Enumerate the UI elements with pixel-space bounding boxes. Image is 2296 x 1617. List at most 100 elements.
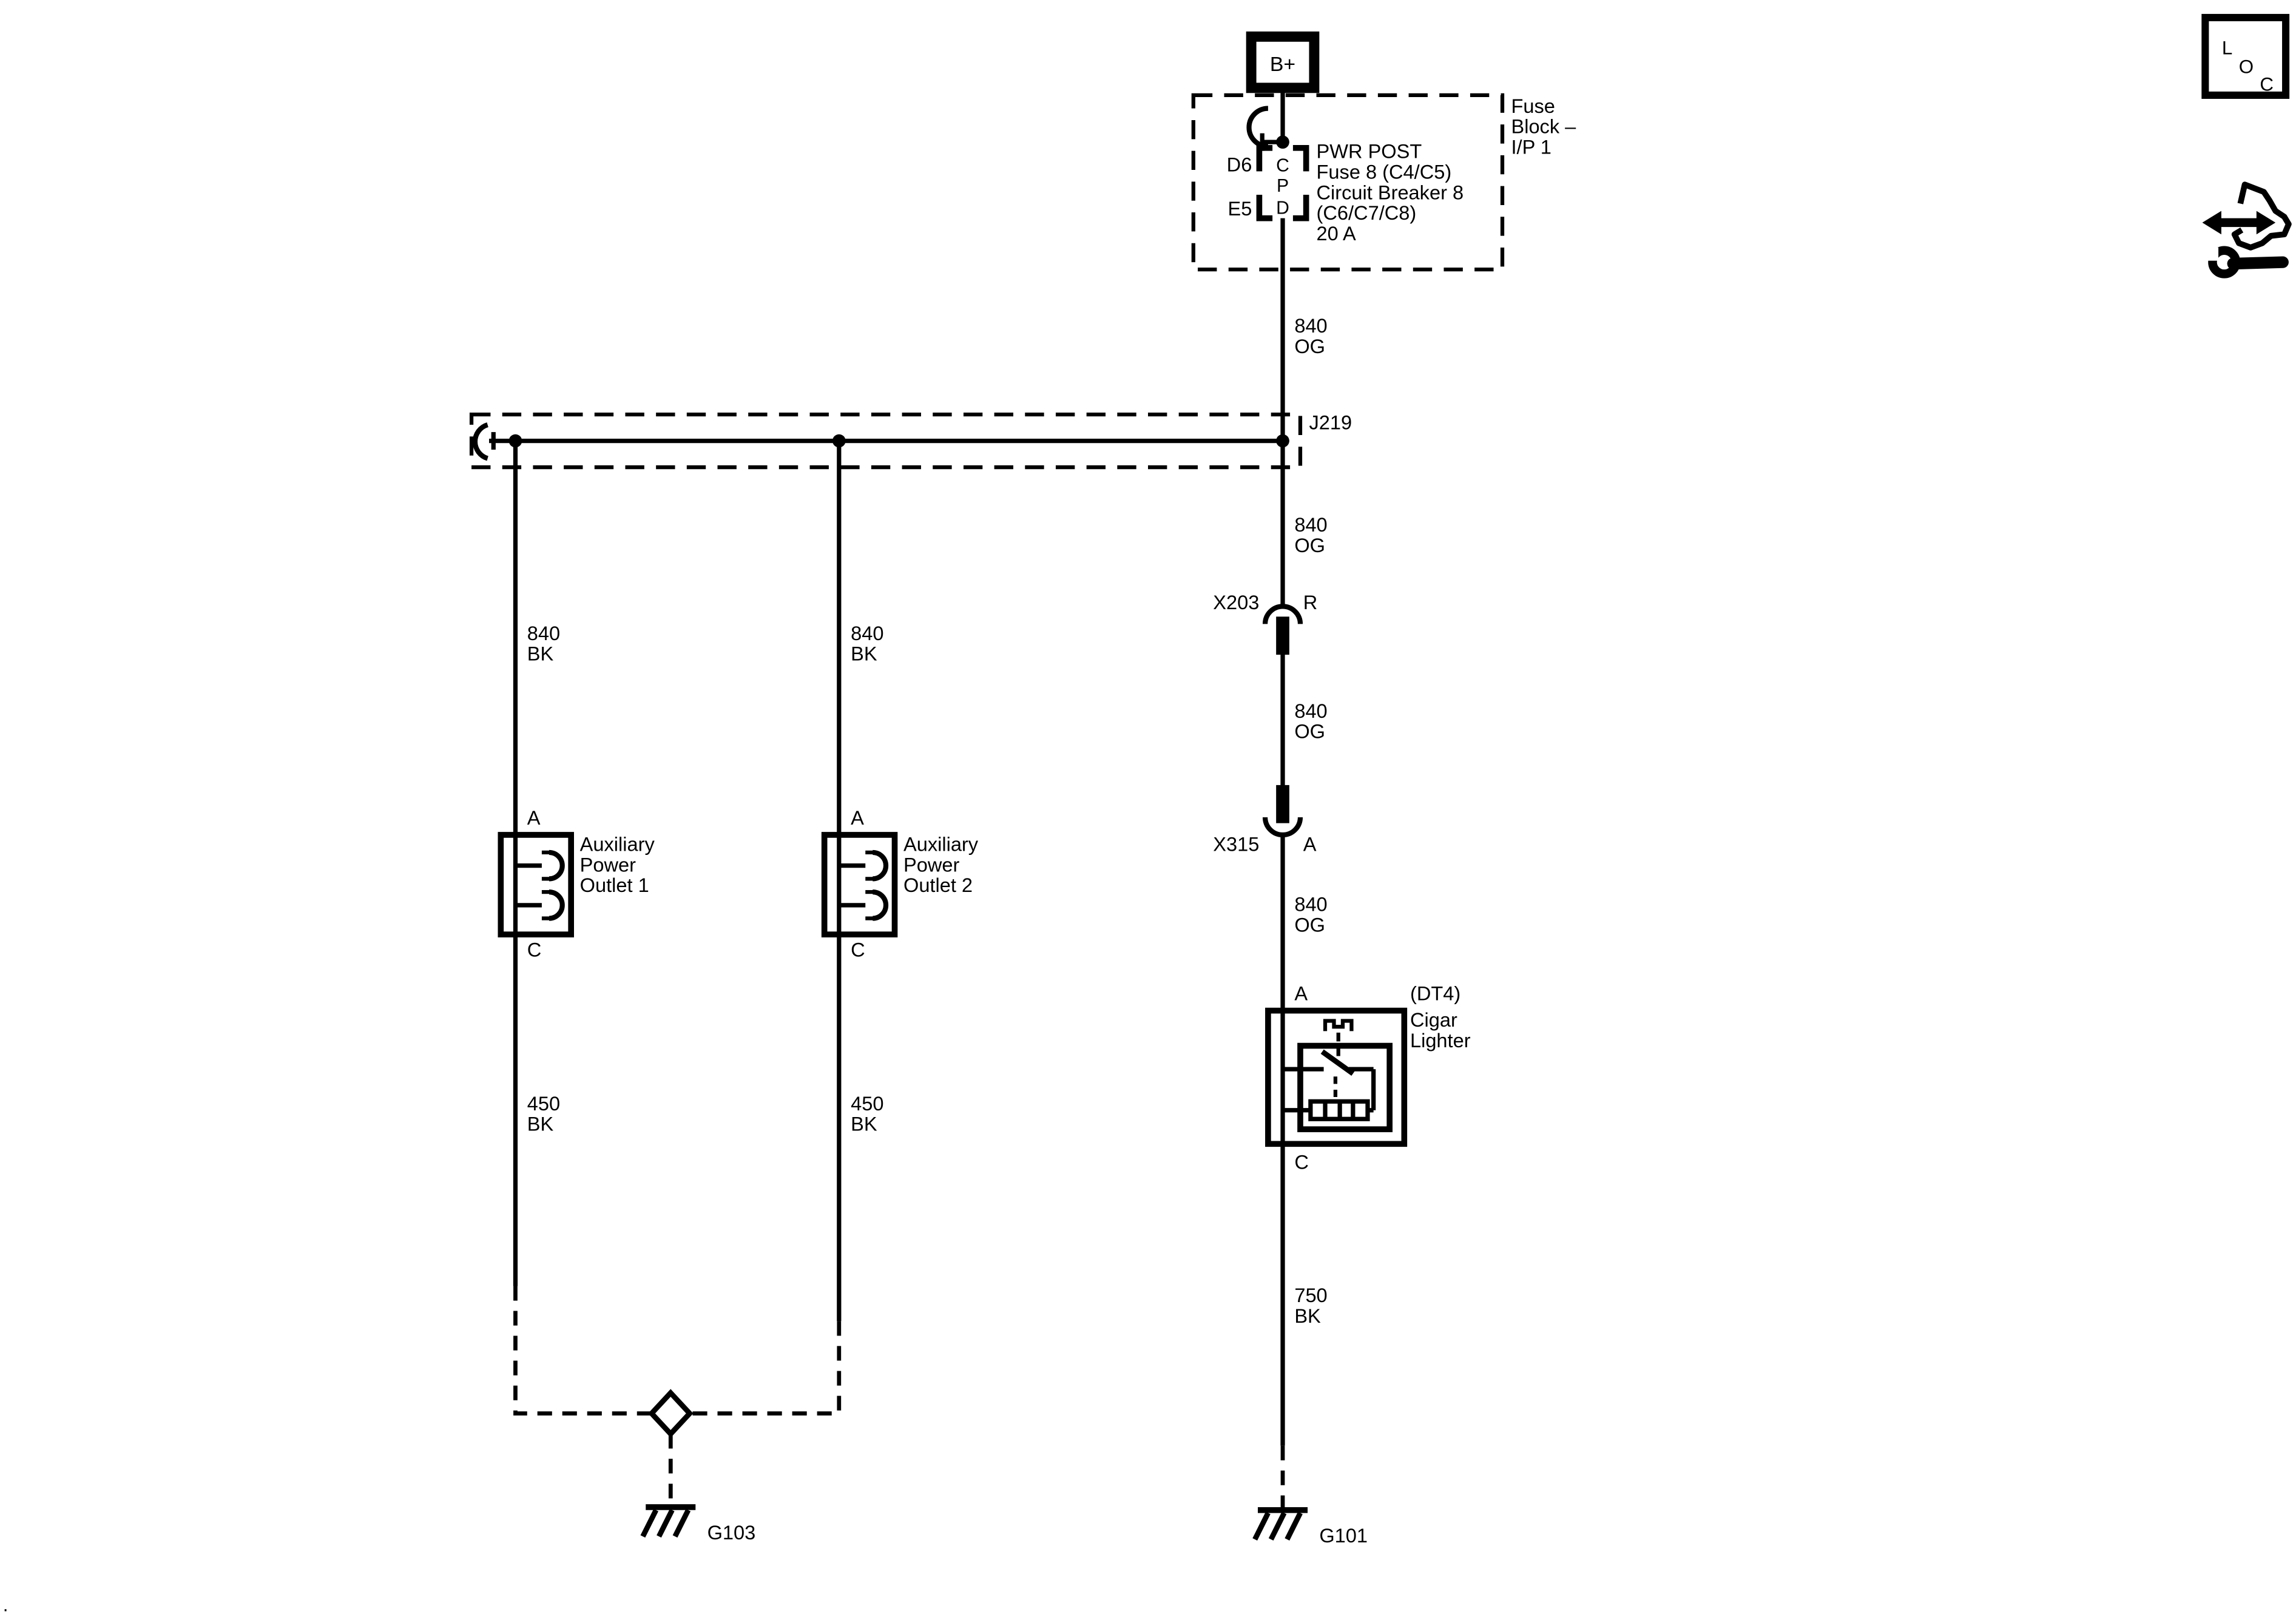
g101-slash-1 <box>1252 1511 1271 1541</box>
arrow-head-right <box>2256 211 2276 235</box>
wire-label-og-2: OG <box>1294 535 1325 556</box>
loc-box-frame <box>2201 13 2290 99</box>
x203-socket-arc <box>1262 604 1303 624</box>
g103-slash-1 <box>640 1508 659 1538</box>
cigar-lighter: (DT4) Cigar Lighter <box>1265 983 1471 1147</box>
connector-x315: X315 A <box>1213 785 1317 856</box>
lighter-outer-box <box>1265 1007 1408 1147</box>
fuse-detail-5: 20 A <box>1317 223 1356 245</box>
wire-label-bk-o1: BK <box>527 643 554 665</box>
ground-g103: G103 <box>640 1504 756 1544</box>
fuse-detail-3: Circuit Breaker 8 <box>1317 181 1464 203</box>
j219-splice: J219 <box>469 411 1352 470</box>
lighter-terminal-a: A <box>1294 983 1308 1005</box>
x203-terminal: R <box>1303 592 1318 613</box>
g101-slash-2 <box>1268 1511 1287 1541</box>
x315-pin <box>1276 785 1289 823</box>
g101-slash-3 <box>1285 1511 1303 1541</box>
lighter-name-1: Cigar <box>1410 1009 1457 1031</box>
wire-label-840-1: 840 <box>1294 315 1327 337</box>
terminal-d6: D6 <box>1227 154 1252 175</box>
wire-label-450-o2: 450 <box>851 1093 883 1115</box>
dashed-outlet2-to-splice <box>691 1321 842 1416</box>
junction-dot-fuse <box>1276 135 1289 149</box>
lighter-tag: (DT4) <box>1410 983 1460 1005</box>
fuse-block: C P D D6 E5 PWR POST Fuse 8 (C4/C5) Circ… <box>1191 87 1576 272</box>
outlet1-name-3: Outlet 1 <box>580 874 649 896</box>
ground-g101: G101 <box>1252 1507 1368 1547</box>
corner-mark: . <box>3 1594 8 1615</box>
fuse-block-dashed-outline <box>1191 93 1505 272</box>
j219-label: J219 <box>1309 411 1352 433</box>
x203-label: X203 <box>1213 592 1259 613</box>
pin-letter-d: D <box>1276 198 1289 218</box>
outlet2-name-1: Auxiliary <box>903 834 979 856</box>
g103-slash-3 <box>672 1508 691 1538</box>
lighter-name-2: Lighter <box>1410 1030 1471 1052</box>
j219-dashed-outline <box>469 413 1303 470</box>
bracket-top-right <box>1292 144 1309 172</box>
wire-label-840-4: 840 <box>1294 893 1327 915</box>
battery-label: B+ <box>1270 53 1295 76</box>
outlet1-contact-2 <box>549 889 565 921</box>
lighter-knob <box>1323 1019 1354 1031</box>
outlet1-terminal-a: A <box>527 807 541 829</box>
j219-hook-arc <box>472 422 489 461</box>
battery-node: B+ <box>1246 31 1320 93</box>
loc-box: L O C <box>2201 13 2290 99</box>
loc-letter-o: O <box>2239 56 2254 78</box>
wire-label-og-4: OG <box>1294 914 1325 936</box>
outlet2-terminal-a: A <box>851 807 864 829</box>
outlet2-contact-1 <box>873 849 889 882</box>
wrench-jaw-gap <box>2201 247 2219 261</box>
wire-label-840-o1: 840 <box>527 623 560 644</box>
outlet1-name-1: Auxiliary <box>580 834 655 856</box>
wire-label-840-o2: 840 <box>851 623 883 644</box>
fuse-title-1: Fuse <box>1511 95 1555 117</box>
lighter-switch-blade <box>1320 1049 1355 1076</box>
wire-label-bk-450-o1: BK <box>527 1113 554 1135</box>
outlet1: Auxiliary Power Outlet 1 <box>498 832 655 937</box>
arrow-head-left <box>2202 211 2221 235</box>
wire-label-bk-750: BK <box>1294 1305 1321 1327</box>
ground-splice-path <box>513 1286 842 1507</box>
fuse-detail-4: (C6/C7/C8) <box>1317 202 1417 224</box>
outlet2-box <box>821 832 898 937</box>
wire-label-840-2: 840 <box>1294 514 1327 536</box>
x315-socket-arc <box>1262 817 1303 837</box>
lighter-inner-box <box>1297 1042 1393 1132</box>
body-panel-outline <box>2231 181 2292 251</box>
fuse-detail-2: Fuse 8 (C4/C5) <box>1317 161 1452 183</box>
x203-pin <box>1276 616 1289 655</box>
splice-diamond <box>647 1389 694 1438</box>
wire-label-bk-450-o2: BK <box>851 1113 877 1135</box>
wire-label-450-o1: 450 <box>527 1093 560 1115</box>
fuse-title-3: I/P 1 <box>1511 136 1551 158</box>
g103-label: G103 <box>707 1522 756 1544</box>
wire-label-og-1: OG <box>1294 336 1325 357</box>
outlet2-name-2: Power <box>903 854 959 876</box>
outlet1-box <box>498 832 574 937</box>
outlet2-name-3: Outlet 2 <box>903 874 973 896</box>
g101-label: G101 <box>1319 1525 1368 1547</box>
outlet1-name-2: Power <box>580 854 636 876</box>
pin-letter-c: C <box>1276 155 1289 175</box>
wrench-handle <box>2227 256 2289 270</box>
x315-terminal: A <box>1303 834 1317 856</box>
dashed-outlet1-to-splice <box>513 1286 650 1416</box>
fuse-detail-1: PWR POST <box>1317 141 1422 163</box>
bracket-bottom-right <box>1292 195 1309 221</box>
fuse-title-2: Block – <box>1511 116 1576 138</box>
pin-letter-p: P <box>1277 176 1289 196</box>
wire-label-750: 750 <box>1294 1284 1327 1306</box>
terminal-e5: E5 <box>1227 198 1252 220</box>
arrow-wrench-service-icon <box>2201 181 2292 279</box>
outlet2-terminal-c: C <box>851 939 865 960</box>
wire-label-og-3: OG <box>1294 721 1325 743</box>
loc-letter-l: L <box>2222 37 2232 58</box>
g103-slash-2 <box>657 1508 675 1538</box>
bracket-bottom-left <box>1256 195 1273 221</box>
wire-label-840-3: 840 <box>1294 700 1327 722</box>
outlet1-terminal-c: C <box>527 939 542 960</box>
